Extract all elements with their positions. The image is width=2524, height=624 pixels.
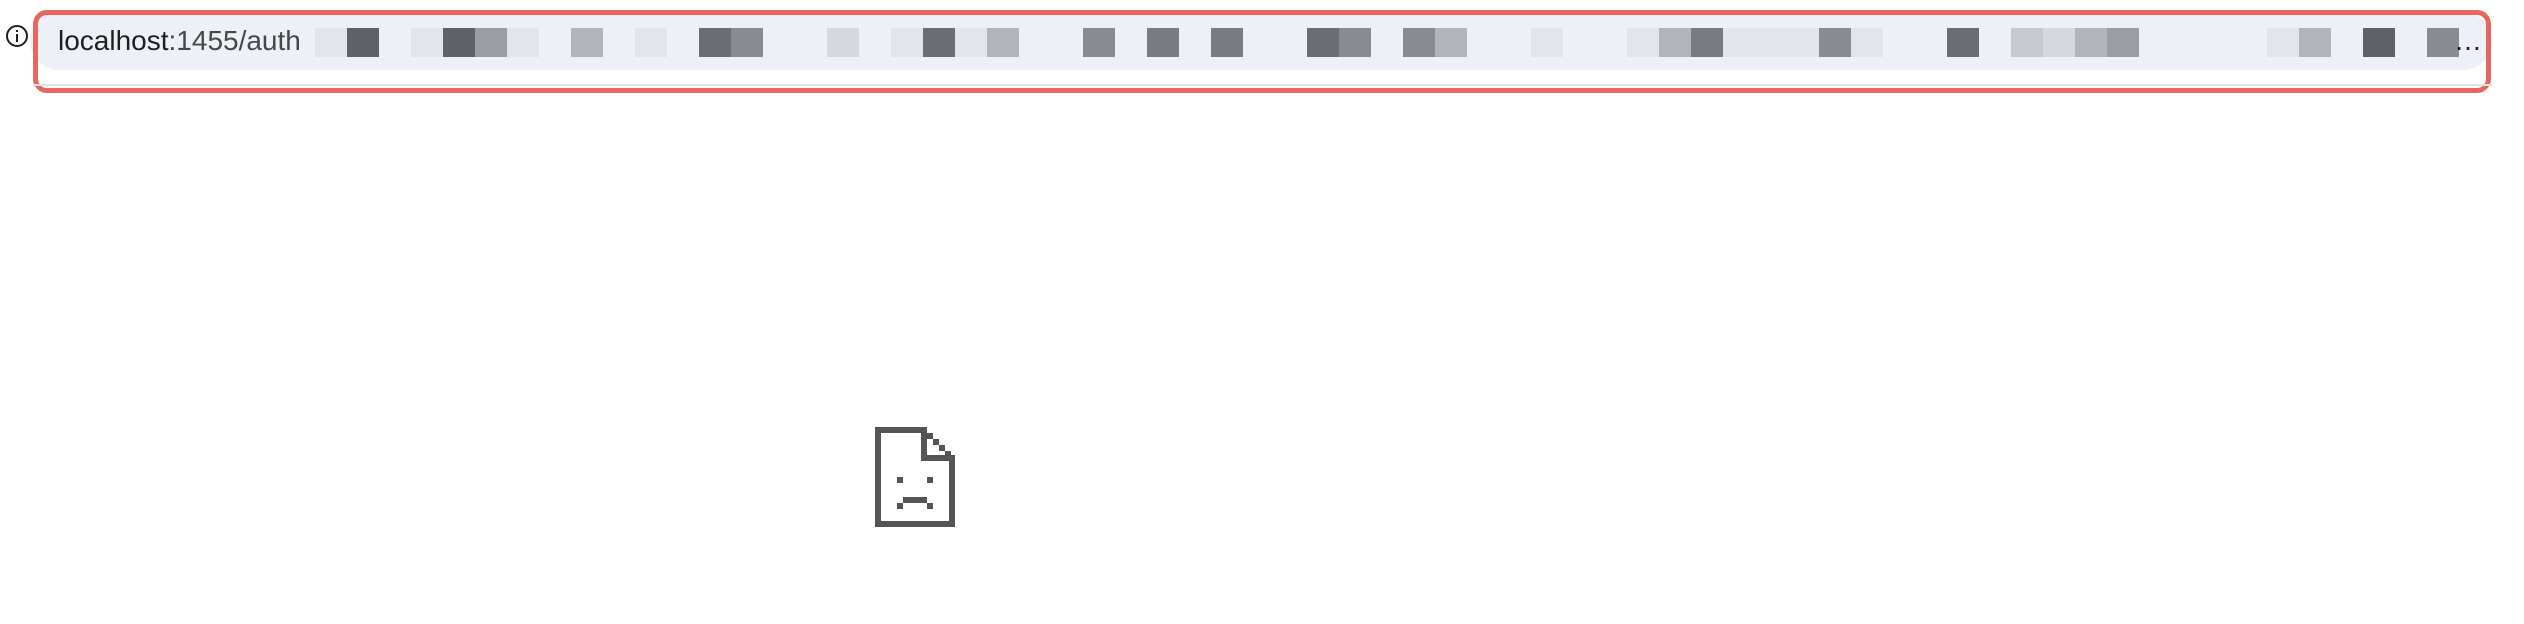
redaction-block (2107, 28, 2139, 57)
redaction-block (2299, 28, 2331, 57)
redaction-block (763, 28, 795, 57)
redaction-block (2363, 28, 2395, 57)
redaction-block (699, 28, 731, 57)
redaction-block (1595, 28, 1627, 57)
redaction-block (1755, 28, 1787, 57)
url-path: :1455/auth (168, 25, 301, 56)
redaction-block (1851, 28, 1883, 57)
redaction-block (635, 28, 667, 57)
redaction-block (1659, 28, 1691, 57)
redaction-block (347, 28, 379, 57)
browser-toolbar: localhost:1455/auth … (0, 0, 2524, 93)
redaction-block (1691, 28, 1723, 57)
redaction-block (891, 28, 923, 57)
redaction-block (315, 28, 347, 57)
redaction-block (1531, 28, 1563, 57)
redaction-block (2331, 28, 2363, 57)
redaction-block (1051, 28, 1083, 57)
redaction-block (1819, 28, 1851, 57)
redaction-block (1115, 28, 1147, 57)
redaction-block (1627, 28, 1659, 57)
redaction-block (1947, 28, 1979, 57)
toolbar-divider (33, 84, 2493, 86)
redaction-block (1563, 28, 1595, 57)
redaction-block (1307, 28, 1339, 57)
error-page (0, 86, 2524, 624)
redaction-block (539, 28, 571, 57)
redaction-block (731, 28, 763, 57)
redaction-block (571, 28, 603, 57)
redaction-block (1723, 28, 1755, 57)
redacted-url-tail (315, 28, 2480, 57)
redaction-block (1371, 28, 1403, 57)
redaction-block (2011, 28, 2043, 57)
url-host: localhost (58, 25, 169, 56)
redaction-block (379, 28, 411, 57)
redaction-block (2395, 28, 2427, 57)
redaction-block (2235, 28, 2267, 57)
redaction-block (1979, 28, 2011, 57)
redaction-block (1083, 28, 1115, 57)
redaction-block (1243, 28, 1275, 57)
redaction-block (507, 28, 539, 57)
redaction-block (1147, 28, 1179, 57)
redaction-block (1467, 28, 1499, 57)
redaction-block (2139, 28, 2171, 57)
info-icon[interactable] (5, 24, 29, 48)
redaction-block (1883, 28, 1915, 57)
redaction-block (475, 28, 507, 57)
redaction-block (603, 28, 635, 57)
redaction-block (987, 28, 1019, 57)
redaction-block (1499, 28, 1531, 57)
redaction-block (1179, 28, 1211, 57)
redaction-block (1275, 28, 1307, 57)
redaction-block (667, 28, 699, 57)
redaction-block (2267, 28, 2299, 57)
redaction-block (1211, 28, 1243, 57)
redaction-block (1915, 28, 1947, 57)
redaction-block (2171, 28, 2203, 57)
redaction-block (2203, 28, 2235, 57)
redaction-block (1403, 28, 1435, 57)
redaction-block (1787, 28, 1819, 57)
url-overflow-ellipsis: … (2454, 25, 2482, 56)
redaction-block (827, 28, 859, 57)
redaction-block (859, 28, 891, 57)
redaction-block (923, 28, 955, 57)
redaction-block (1435, 28, 1467, 57)
address-bar[interactable]: localhost:1455/auth … (30, 12, 2492, 70)
redaction-block (443, 28, 475, 57)
url-text[interactable]: localhost:1455/auth (58, 12, 301, 70)
redaction-block (2075, 28, 2107, 57)
redaction-block (1339, 28, 1371, 57)
redaction-block (2043, 28, 2075, 57)
redaction-block (411, 28, 443, 57)
redaction-block (2427, 28, 2459, 57)
redaction-block (795, 28, 827, 57)
sad-document-icon (875, 427, 955, 527)
redaction-block (955, 28, 987, 57)
redaction-block (1019, 28, 1051, 57)
